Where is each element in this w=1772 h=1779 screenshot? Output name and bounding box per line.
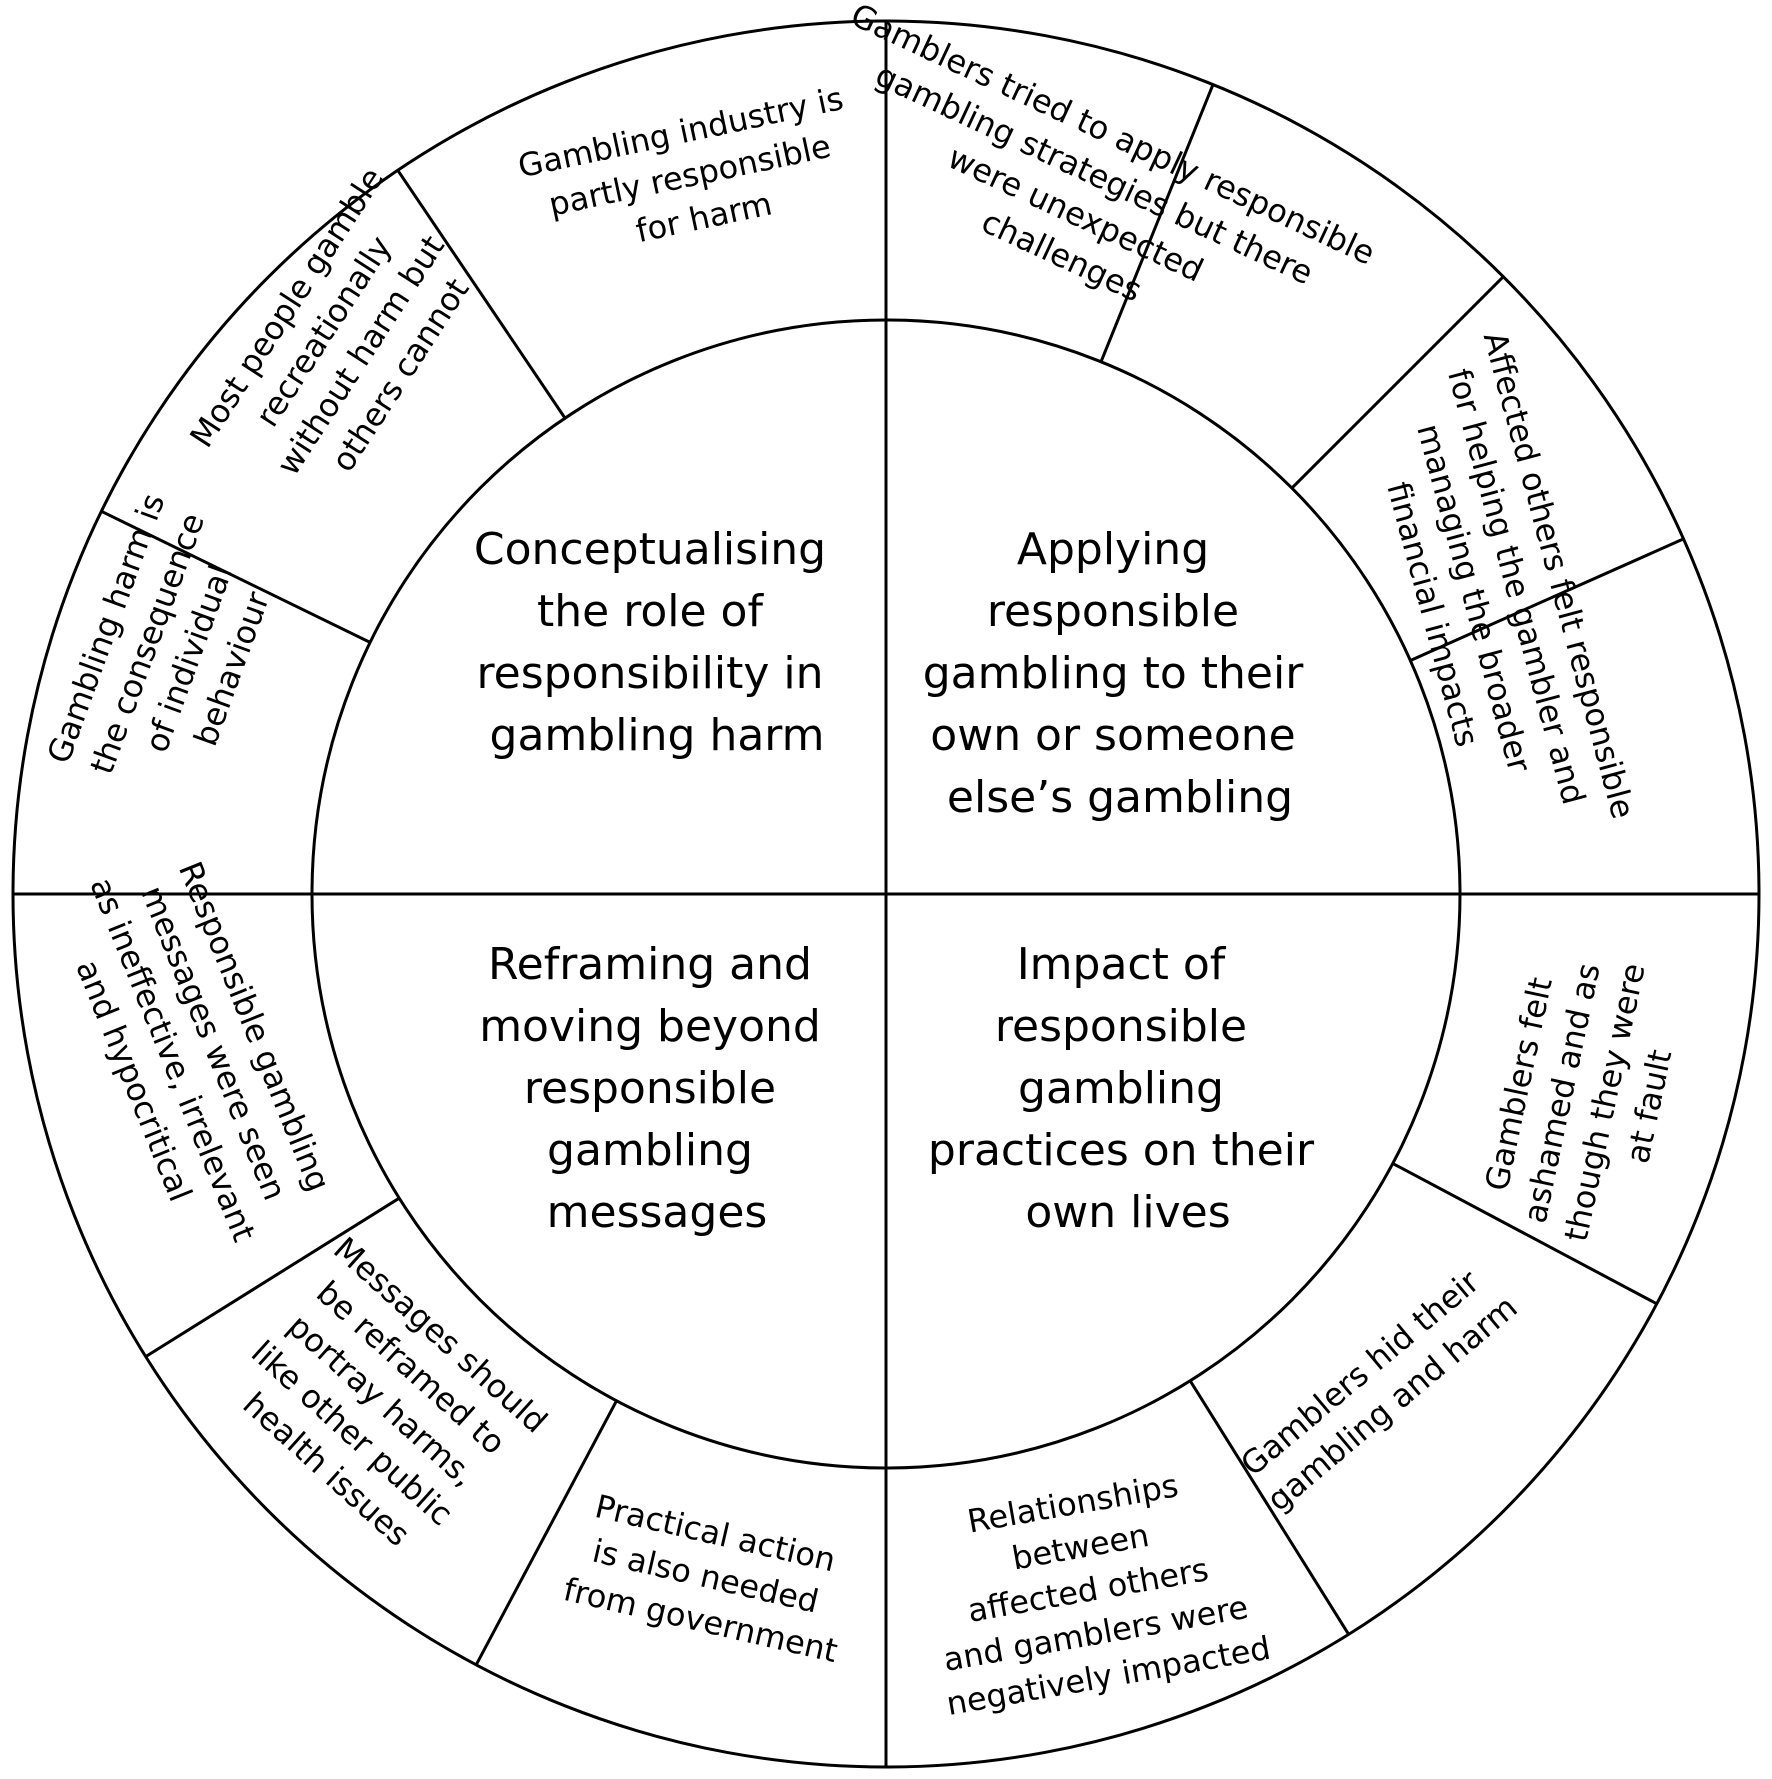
subtheme-affected-others-responsible: Affected others felt responsible for hel… (1348, 328, 1645, 867)
subtheme-recreational-gambling: Most people gamble recreationally withou… (182, 152, 507, 526)
theme-impact: Impact of responsible gambling practices… (928, 939, 1328, 1238)
theme-reframing: Reframing and moving beyond responsible … (479, 939, 835, 1238)
subtheme-dividers (100, 84, 1685, 1666)
subtheme-relationships-impacted: Relationships between affected others an… (913, 1455, 1274, 1723)
radial-divider-9 (144, 1196, 400, 1358)
radial-divider-7 (1188, 1380, 1350, 1636)
svg-text:Gambling industry is par: Gambling industry is partly responsible … (515, 77, 875, 271)
svg-text:Relationships between: Relationships between affected others an… (913, 1455, 1273, 1723)
svg-text:Gamblers felt ashamed an: Gamblers felt ashamed and as though they… (1471, 932, 1698, 1254)
radial-divider-6 (1392, 1162, 1658, 1306)
radial-divider-2 (396, 169, 567, 419)
subtheme-hid-gambling: Gamblers hid their gambling and harm (1231, 1254, 1524, 1519)
svg-text:Messages should be refra: Messages should be reframed to portray h… (209, 1230, 563, 1579)
subtheme-industry-responsible: Gambling industry is partly responsible … (515, 77, 875, 271)
svg-text:Practical action is also: Practical action is also needed from gov… (560, 1484, 861, 1670)
svg-text:Gamblers tried to apply respon: Gamblers tried to apply responsible gamb… (789, 0, 1390, 396)
subtheme-individual-behaviour: Gambling harm is the consequence of indi… (40, 479, 300, 813)
radial-divider-1 (100, 509, 371, 644)
radial-divider-5 (1409, 537, 1685, 662)
subtheme-messages-ineffective: Responsible gambling messages were seen … (42, 839, 349, 1272)
svg-text:Gambling harm is the con: Gambling harm is the consequence of indi… (40, 479, 300, 813)
theme-conceptualising: Conceptualising the role of responsibili… (474, 524, 840, 761)
subtheme-reframe-messages: Messages should be reframed to portray h… (209, 1230, 563, 1579)
subtheme-unexpected-challenges: Gamblers tried to apply responsible gamb… (789, 0, 1390, 396)
subtheme-government-action: Practical action is also needed from gov… (560, 1484, 861, 1670)
radial-divider-4 (1290, 275, 1505, 490)
subtheme-ashamed-at-fault: Gamblers felt ashamed and as though they… (1471, 932, 1698, 1254)
radial-divider-8 (474, 1400, 618, 1666)
radial-divider-3 (1099, 84, 1215, 363)
svg-text:Gamblers hid their gambl: Gamblers hid their gambling and harm (1231, 1254, 1524, 1519)
svg-text:Responsible gambling mes: Responsible gambling messages were seen … (42, 839, 349, 1272)
theme-applying: Applying responsible gambling to their o… (923, 524, 1318, 823)
svg-text:Affected others felt responsib: Affected others felt responsible for hel… (1348, 328, 1645, 867)
svg-text:Most people gamble recre: Most people gamble recreationally withou… (182, 152, 507, 526)
